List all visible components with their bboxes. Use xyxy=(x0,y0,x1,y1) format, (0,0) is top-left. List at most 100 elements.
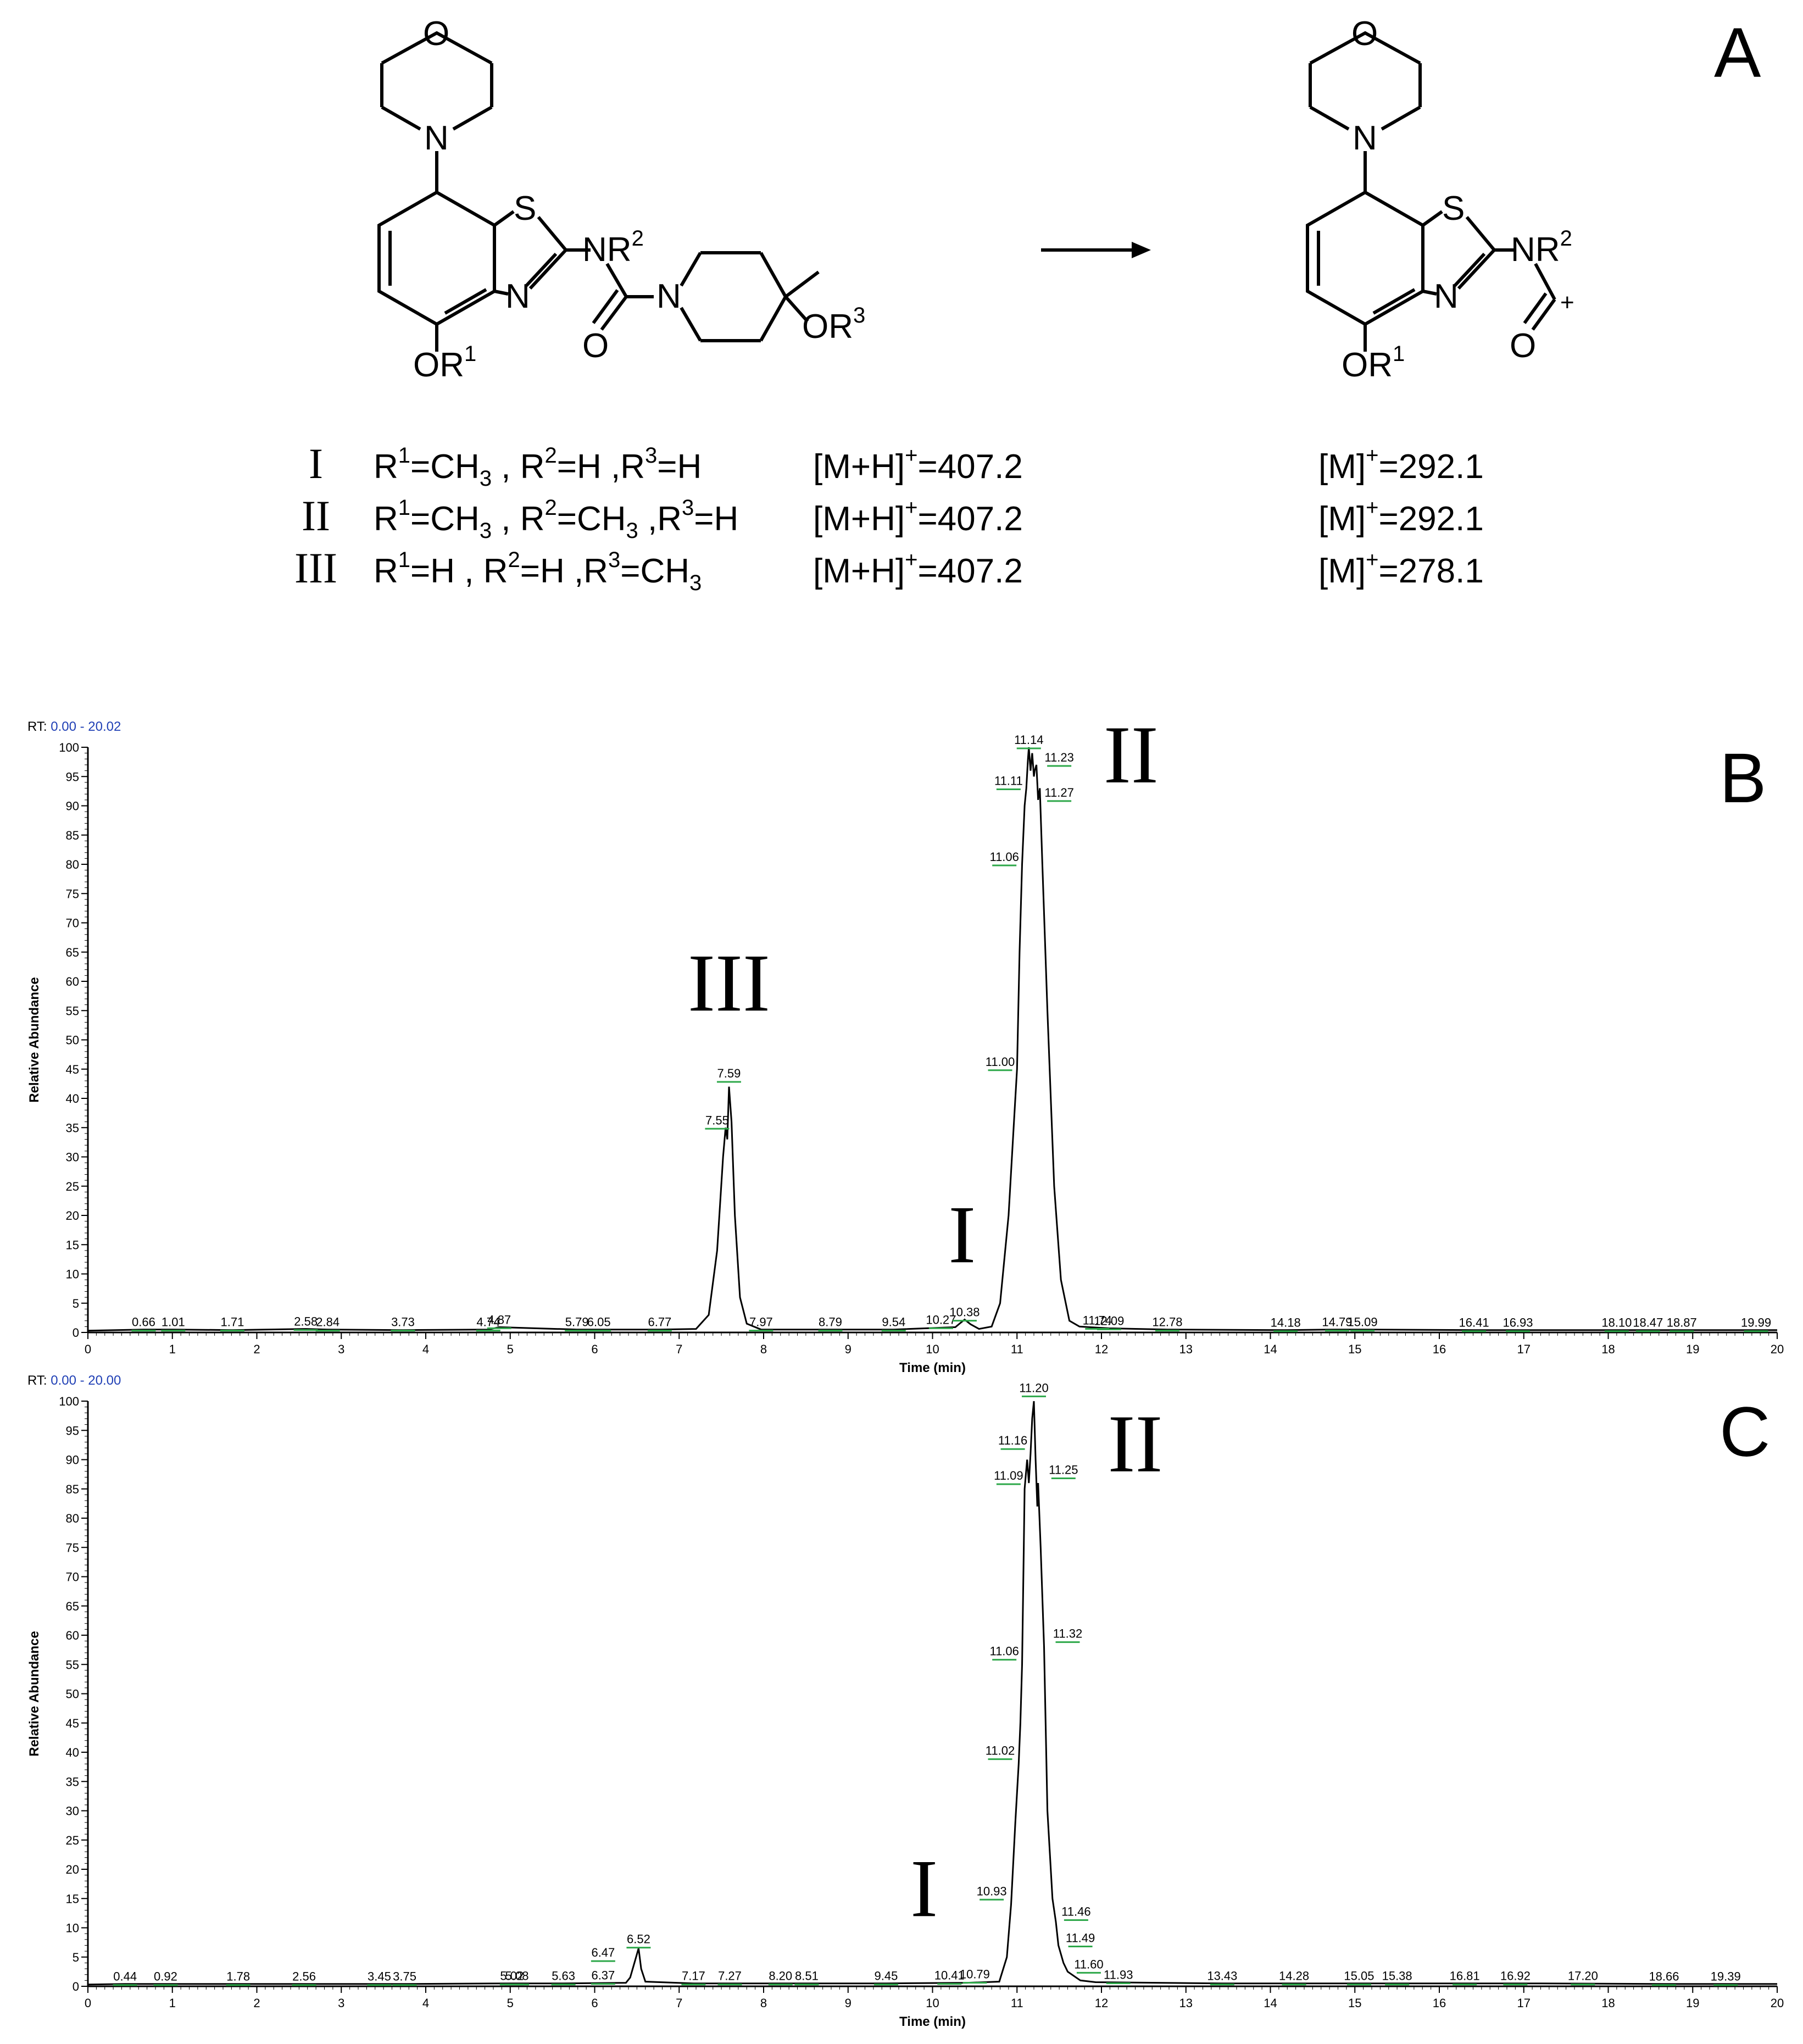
x-tick-label: 18 xyxy=(1601,1996,1615,2010)
y-tick-label: 85 xyxy=(66,1482,79,1496)
compound-substituents: R1=CH3 , R2=CH3 ,R3=H xyxy=(374,496,738,543)
x-tick-label: 17 xyxy=(1517,1996,1531,2010)
rt-label: 11.00 xyxy=(986,1055,1015,1069)
rt-label: 8.79 xyxy=(819,1315,842,1329)
product-ion: [M]+=278.1 xyxy=(1318,548,1484,590)
rt-label: 7.27 xyxy=(718,1969,742,1983)
product-c2-n-double xyxy=(1453,252,1486,287)
rt-label: 15.05 xyxy=(1344,1969,1374,1983)
reactant-morph-n: N xyxy=(424,119,449,157)
x-tick-label: 2 xyxy=(253,1342,260,1356)
y-tick-label: 45 xyxy=(66,1063,79,1076)
product-c-s-bond xyxy=(1422,210,1443,227)
y-tick-label: 20 xyxy=(66,1863,79,1876)
reactant-nr2-carbonyl-bond xyxy=(605,263,628,298)
x-tick-label: 13 xyxy=(1179,1342,1193,1356)
rt-label: 9.45 xyxy=(875,1969,898,1983)
reactant-morpholine-top xyxy=(381,31,493,65)
product-or1: OR1 xyxy=(1342,342,1405,384)
rt-label: 14.28 xyxy=(1279,1969,1309,1983)
panel-letter: B xyxy=(1719,739,1766,818)
reactant-n-amide: N xyxy=(656,277,681,315)
peak-label: I xyxy=(910,1843,938,1934)
x-tick-label: 1 xyxy=(169,1996,176,2010)
reactant-morpholine-bl xyxy=(381,105,421,131)
y-tick-label: 100 xyxy=(59,1395,79,1408)
rt-label: 11.06 xyxy=(989,850,1019,864)
compound-substituents: R1=H , R2=H ,R3=CH3 xyxy=(374,548,702,595)
reactant-nr2: NR2 xyxy=(582,226,644,269)
rt-label: 6.05 xyxy=(587,1315,611,1329)
y-tick-label: 25 xyxy=(66,1834,79,1847)
peak-label: III xyxy=(688,937,770,1029)
rt-label: 10.79 xyxy=(960,1967,990,1981)
rt-label: 5.08 xyxy=(505,1969,529,1983)
rt-label: 10.38 xyxy=(949,1306,980,1319)
reactant-or3: OR3 xyxy=(802,303,865,346)
x-tick-label: 9 xyxy=(845,1342,852,1356)
y-axis-label: Relative Abundance xyxy=(27,977,42,1103)
panel-letter: C xyxy=(1719,1393,1770,1471)
x-tick-label: 11 xyxy=(1011,1996,1023,2010)
x-tick-label: 14 xyxy=(1264,1996,1277,2010)
product-s: S xyxy=(1442,190,1465,227)
rt-label: 17.20 xyxy=(1568,1969,1598,1983)
rt-label: 16.41 xyxy=(1459,1316,1489,1330)
y-tick-label: 20 xyxy=(66,1209,79,1223)
x-tick-label: 16 xyxy=(1433,1342,1446,1356)
rt-label: 4.87 xyxy=(487,1313,511,1326)
product-morpholine-br xyxy=(1381,105,1421,131)
rt-label: 11.06 xyxy=(989,1645,1019,1658)
chromatogram-trace xyxy=(87,747,1777,1332)
reactant-methyl-bond xyxy=(784,270,820,298)
precursor-ion: [M+H]+=407.2 xyxy=(813,548,1023,590)
rt-label: 8.20 xyxy=(769,1969,792,1983)
reaction-arrow xyxy=(1041,242,1151,258)
y-tick-label: 35 xyxy=(66,1775,79,1788)
rt-label: 11.27 xyxy=(1044,786,1073,799)
y-tick-label: 70 xyxy=(66,1570,79,1584)
rt-label: 0.92 xyxy=(154,1970,177,1984)
reactant-pip-3 xyxy=(759,252,787,298)
x-tick-label: 1 xyxy=(169,1342,176,1356)
reactant-pip-4 xyxy=(759,296,787,342)
rt-label: 15.38 xyxy=(1382,1969,1412,1983)
y-tick-label: 90 xyxy=(66,799,79,813)
y-tick-label: 10 xyxy=(66,1921,79,1935)
y-tick-label: 15 xyxy=(66,1238,79,1252)
x-tick-label: 11 xyxy=(1011,1342,1023,1356)
y-tick-label: 35 xyxy=(66,1121,79,1135)
product-ion: [M]+=292.1 xyxy=(1318,496,1484,538)
rt-label: 10.27 xyxy=(926,1313,956,1326)
x-tick-label: 8 xyxy=(760,1996,767,2010)
x-tick-label: 6 xyxy=(591,1996,598,2010)
reactant-morpholine-br xyxy=(452,105,493,131)
rt-label: 8.51 xyxy=(795,1969,819,1983)
rt-label: 16.92 xyxy=(1500,1969,1531,1983)
y-tick-label: 85 xyxy=(66,829,79,842)
rt-label: 11.16 xyxy=(998,1434,1027,1447)
x-tick-label: 13 xyxy=(1179,1996,1193,2010)
y-tick-label: 65 xyxy=(66,946,79,959)
x-tick-label: 16 xyxy=(1433,1996,1446,2010)
rt-label: 11.14 xyxy=(1014,733,1043,747)
reactant-or3-bond xyxy=(784,296,809,323)
rt-label: 1.71 xyxy=(220,1315,244,1329)
x-tick-label: 18 xyxy=(1601,1342,1615,1356)
y-tick-label: 50 xyxy=(66,1034,79,1047)
x-tick-label: 3 xyxy=(338,1996,344,2010)
y-tick-label: 90 xyxy=(66,1453,79,1467)
rt-label: 2.84 xyxy=(316,1315,340,1329)
rt-label: 0.66 xyxy=(132,1315,155,1329)
chart-panel-b: RT: 0.00 - 20.02B05101520253035404550556… xyxy=(27,709,1784,1375)
reactant-pip-6 xyxy=(680,307,702,342)
rt-label: 18.87 xyxy=(1667,1316,1697,1330)
x-tick-label: 7 xyxy=(676,1342,682,1356)
product-acylium-double xyxy=(1523,292,1548,324)
rt-label: 5.02 xyxy=(500,1969,524,1983)
x-tick-label: 10 xyxy=(926,1342,939,1356)
reactant-atom-labels: O N S N OR1 NR2 O N OR3 xyxy=(413,15,865,384)
reactant-carbonyl-double xyxy=(592,289,619,324)
y-tick-label: 70 xyxy=(66,917,79,930)
